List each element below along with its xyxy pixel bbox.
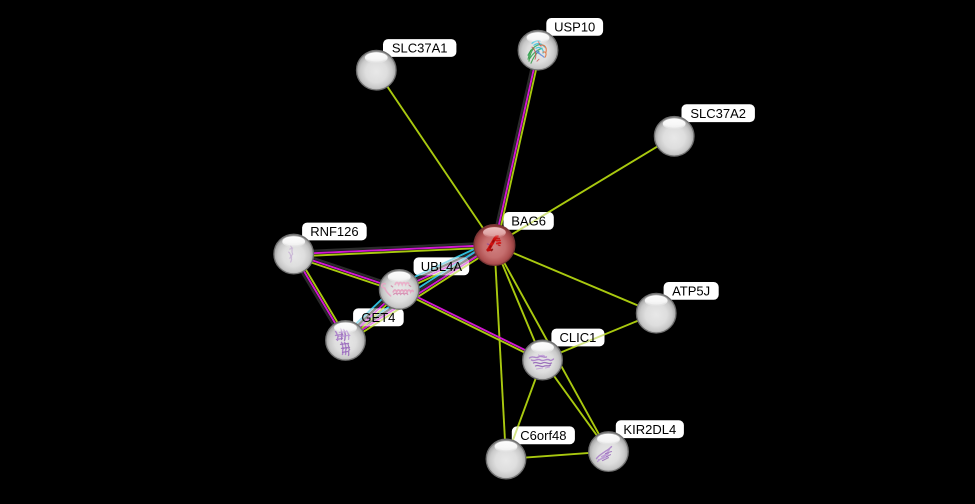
svg-text:UBL4A: UBL4A bbox=[421, 259, 463, 274]
svg-text:SLC37A2: SLC37A2 bbox=[690, 106, 746, 121]
svg-text:RNF126: RNF126 bbox=[310, 224, 358, 239]
svg-text:GET4: GET4 bbox=[361, 310, 395, 325]
svg-text:CLIC1: CLIC1 bbox=[559, 330, 596, 345]
svg-text:C6orf48: C6orf48 bbox=[520, 428, 566, 443]
svg-text:USP10: USP10 bbox=[554, 20, 595, 35]
svg-text:SLC37A1: SLC37A1 bbox=[392, 41, 448, 56]
svg-text:BAG6: BAG6 bbox=[511, 214, 546, 229]
svg-text:KIR2DL4: KIR2DL4 bbox=[623, 422, 676, 437]
svg-text:ATP5J: ATP5J bbox=[672, 284, 710, 299]
